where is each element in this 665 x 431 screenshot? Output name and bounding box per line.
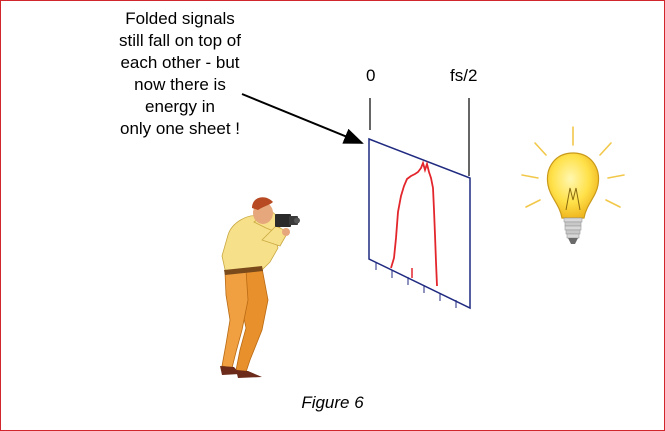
folded-signal-trace — [390, 160, 438, 287]
spectrum-sheet — [368, 137, 471, 310]
annotation-line-6: only one sheet ! — [119, 119, 241, 138]
figure-caption: Figure 6 — [301, 393, 364, 412]
annotation-line-4: now there is — [134, 75, 226, 94]
annotation-line-3: each other - but — [120, 53, 240, 72]
sheet-ticks — [375, 262, 457, 308]
lightbulb-icon — [521, 126, 625, 244]
annotation-text: Folded signals still fall on top of each… — [70, 8, 290, 140]
photographer-figure — [220, 197, 300, 378]
annotation-line-5: energy in — [145, 97, 215, 116]
axis-zero-label: 0 — [366, 66, 376, 85]
pointer-arrow — [241, 93, 364, 144]
axis-nyquist-label: fs/2 — [450, 66, 478, 85]
annotation-line-1: Folded signals — [125, 9, 235, 28]
annotation-line-2: still fall on top of — [119, 31, 241, 50]
